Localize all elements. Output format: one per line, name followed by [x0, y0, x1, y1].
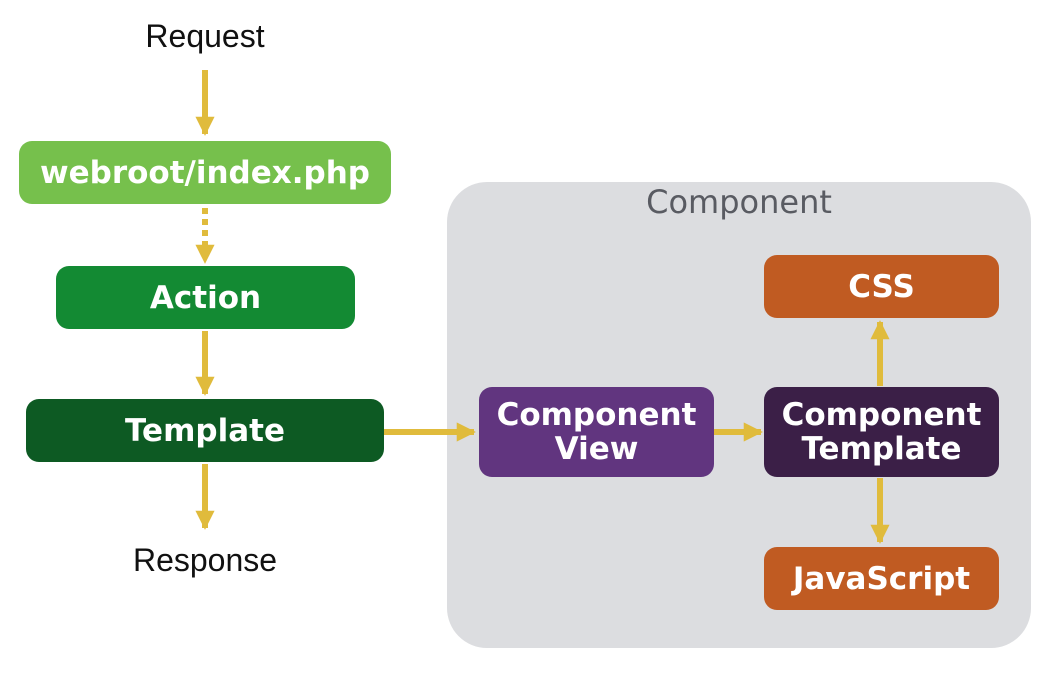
component-panel-title: Component: [646, 183, 832, 221]
component-view-label-line2: View: [554, 431, 639, 467]
webroot-index-node: webroot/index.php: [19, 141, 391, 204]
css-label: CSS: [848, 268, 915, 305]
javascript-node: JavaScript: [764, 547, 999, 610]
template-node: Template: [26, 399, 384, 462]
webroot-index-label: webroot/index.php: [39, 154, 370, 191]
action-node: Action: [56, 266, 355, 329]
component-template-label-line2: Template: [801, 431, 962, 467]
component-view-label-line1: Component: [496, 397, 697, 433]
component-template-node: Component Template: [764, 387, 999, 477]
action-label: Action: [149, 279, 262, 316]
component-view-node: Component View: [479, 387, 714, 477]
css-node: CSS: [764, 255, 999, 318]
javascript-label: JavaScript: [792, 560, 971, 597]
component-template-label-line1: Component: [781, 397, 982, 433]
request-label: Request: [145, 18, 265, 54]
template-label: Template: [125, 412, 285, 449]
response-label: Response: [132, 542, 278, 578]
